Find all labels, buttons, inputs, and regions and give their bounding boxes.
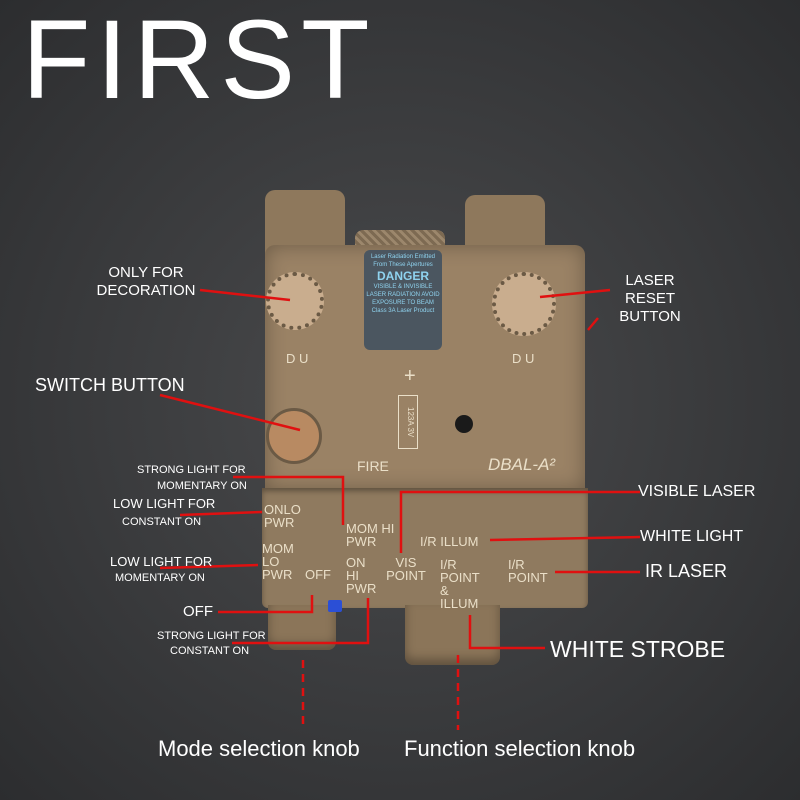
fire-label: FIRE — [357, 458, 389, 474]
label-low-mom-1: LOW LIGHT FOR — [110, 554, 213, 569]
mark-on-hi-pwr: ON HI PWR — [346, 555, 377, 596]
mark-mom-hi-pwr: MOM HI PWR — [346, 521, 395, 549]
device-body-lower — [262, 488, 588, 608]
mark-off: OFF — [305, 567, 331, 582]
mark-ir-point: I/R POINT — [508, 557, 548, 585]
danger-label: Laser Radiation Emitted From These Apert… — [364, 250, 442, 350]
mark-vis-point: VIS POINT — [386, 555, 426, 583]
mark-ir-point-illum: I/R POINT & ILLUM — [440, 557, 480, 611]
mark-onlo-pwr: ONLO PWR — [264, 502, 301, 530]
brand-logo: FIRST — [22, 0, 376, 122]
label-white-light: WHITE LIGHT — [640, 528, 744, 545]
label-off: OFF — [183, 603, 213, 620]
du-left: D U — [286, 351, 309, 366]
warning-top: Laser Radiation Emitted From These Apert… — [370, 254, 436, 268]
label-ir-laser: IR LASER — [645, 561, 728, 581]
mark-ir-illum: I/R ILLUM — [420, 534, 479, 549]
blue-indicator — [328, 600, 342, 612]
du-right: D U — [512, 351, 535, 366]
label-switch-button: SWITCH BUTTON — [35, 375, 185, 395]
warning-class: Class 3A Laser Product — [371, 308, 435, 314]
label-visible-laser: VISIBLE LASER — [638, 483, 756, 500]
plus-sign: + — [404, 365, 416, 387]
label-strong-mom-1: STRONG LIGHT FOR — [137, 464, 246, 476]
label-white-strobe: WHITE STROBE — [550, 636, 726, 662]
label-function-selection-knob: Function selection knob — [404, 736, 636, 761]
screw-icon — [455, 415, 473, 433]
mark-mom-lo-pwr: MOM LO PWR — [262, 541, 294, 582]
switch-button[interactable] — [266, 408, 322, 464]
laser-reset-button[interactable] — [492, 272, 556, 336]
label-strong-const-2: CONSTANT ON — [170, 645, 250, 657]
label-strong-const-1: STRONG LIGHT FOR — [157, 630, 266, 642]
label-strong-mom-2: MOMENTARY ON — [157, 480, 247, 492]
warning-title: DANGER — [376, 269, 429, 283]
decoration-disc — [266, 272, 324, 330]
label-laser-reset-button: LASER RESET BUTTON — [619, 272, 681, 325]
warning-body: VISIBLE & INVISIBLE LASER RADIATION AVOI… — [366, 284, 440, 306]
label-low-const-2: CONSTANT ON — [122, 516, 202, 528]
label-mode-selection-knob: Mode selection knob — [158, 736, 360, 761]
label-low-mom-2: MOMENTARY ON — [115, 572, 205, 584]
label-low-const-1: LOW LIGHT FOR — [113, 496, 216, 511]
battery-label: 123A 3V — [398, 395, 418, 449]
model-label: DBAL-A² — [488, 455, 556, 474]
function-selection-knob[interactable] — [405, 605, 500, 665]
label-only-for-decoration: ONLY FOR DECORATION — [96, 264, 196, 299]
